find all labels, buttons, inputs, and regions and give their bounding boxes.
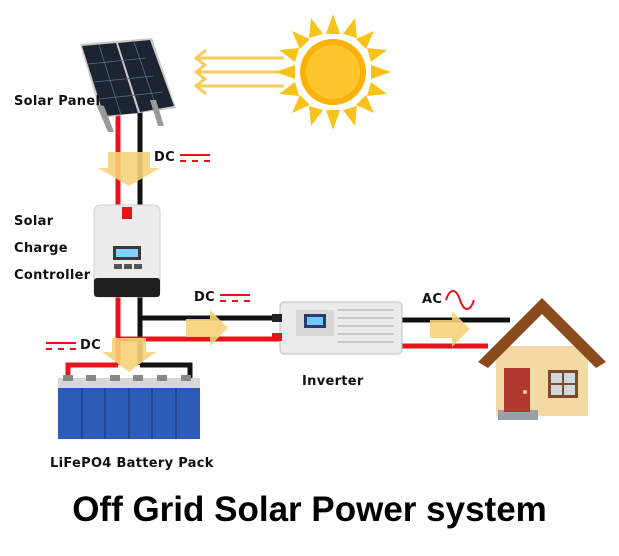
flow-arrows [98, 48, 470, 372]
controller-label-line3: Controller [14, 268, 91, 283]
charge-controller-icon [93, 204, 161, 298]
ac-symbol [445, 290, 475, 310]
solar-panel-icon [80, 38, 176, 132]
sun-icon [275, 14, 391, 130]
ac-label-house: AC [422, 292, 443, 307]
controller-label-line2: Charge [14, 241, 68, 256]
dc-symbol-battery [46, 342, 76, 350]
flow-arrow-right-house [430, 311, 470, 347]
flow-arrow-down-panel [98, 152, 160, 186]
inverter-label: Inverter [302, 374, 364, 389]
solar-panel-label: Solar Panel [14, 94, 101, 109]
sunlight-arrows [193, 48, 284, 96]
battery-label: LiFePO4 Battery Pack [50, 456, 214, 471]
inverter-icon [272, 301, 403, 355]
diagram-title: Off Grid Solar Power system [72, 490, 547, 529]
dc-label-panel: DC [154, 150, 175, 165]
dc-symbol-panel [180, 154, 210, 162]
flow-arrow-down-battery [102, 338, 156, 372]
dc-label-inverter: DC [194, 290, 215, 305]
controller-label-line1: Solar [14, 214, 54, 229]
battery-pack-icon [58, 375, 200, 439]
house-icon [478, 298, 606, 420]
flow-arrow-right-inverter [186, 310, 228, 346]
dc-symbol-inverter [220, 294, 250, 302]
dc-label-battery: DC [80, 338, 101, 353]
